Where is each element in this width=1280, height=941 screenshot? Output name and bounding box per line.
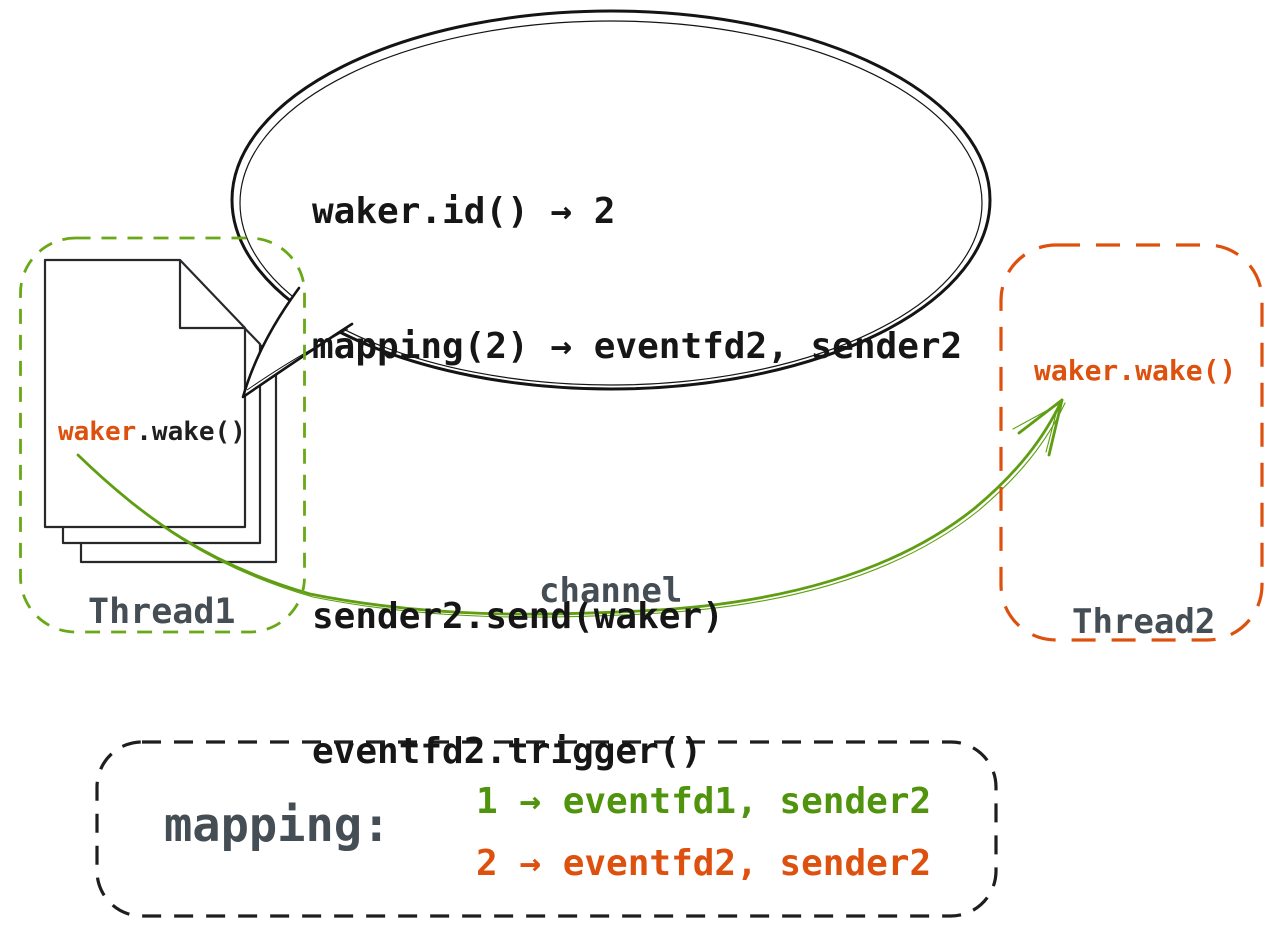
mapping-title: mapping:: [164, 798, 391, 853]
speech-bubble: [230, 9, 992, 399]
bubble-code-line: eventfd2.trigger(): [312, 731, 703, 772]
thread1-box: [19, 236, 306, 634]
thread1-label: Thread1: [88, 592, 236, 632]
speech-bubble-tail: [241, 286, 354, 399]
channel-arrow-shaft: [76, 398, 1064, 616]
speech-bubble-ellipse-sketch: [239, 20, 983, 386]
channel-arrow-shaft-sketch: [80, 402, 1066, 618]
bubble-code-line: sender2.send(waker): [312, 596, 724, 637]
bubble-code-line: waker.id() → 2: [312, 191, 616, 232]
mapping-entry-1: 1 → eventfd1, sender2: [476, 781, 932, 822]
speech-bubble-tail-sketch: [246, 328, 349, 391]
mapping-entry-2: 2 → eventfd2, sender2: [476, 843, 932, 884]
thread2-waker-wake-call: waker.wake(): [1034, 354, 1237, 387]
mapping-box: [95, 740, 998, 918]
channel-label: channel: [539, 571, 683, 611]
document-page-front: [43, 258, 247, 529]
thread2-label: Thread2: [1072, 602, 1216, 642]
channel-arrowhead-sketch: [1012, 403, 1060, 453]
document-folded-corner: [178, 260, 245, 330]
channel-arrowhead: [1017, 398, 1064, 457]
document-stack-icon: [43, 258, 278, 564]
bubble-code-block: waker.id() → 2 mapping(2) → eventfd2, se…: [312, 99, 962, 864]
bubble-code-line: mapping(2) → eventfd2, sender2: [312, 326, 963, 367]
thread1-call-method: .wake(): [136, 417, 246, 447]
thread2-box: [999, 243, 1264, 642]
speech-bubble-ellipse: [230, 9, 992, 391]
thread1-call-object: waker: [58, 417, 137, 447]
thread1-waker-wake-call: waker.wake(): [58, 417, 246, 447]
bubble-code-line: [312, 459, 962, 504]
channel-arrow: [76, 398, 1066, 618]
